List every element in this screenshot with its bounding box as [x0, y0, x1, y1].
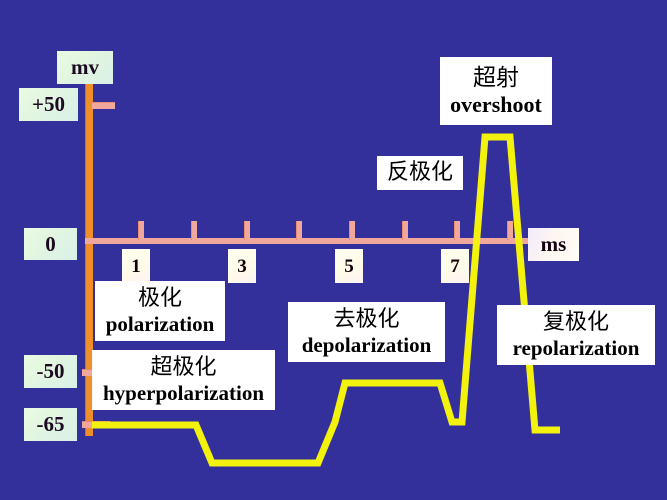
caption-polarization-cn: 极化 [137, 286, 182, 312]
x-tick-8 [507, 221, 513, 240]
caption-hyperpolarization-en: hyperpolarization [103, 380, 264, 405]
x-tick-7 [454, 221, 460, 240]
caption-depolarization: 去极化 depolarization [288, 302, 445, 362]
caption-hyperpolarization-cn: 超极化 [150, 355, 217, 381]
y-tick-plus50 [92, 102, 115, 109]
x-label-7-text: 7 [450, 255, 460, 277]
x-label-7: 7 [441, 249, 469, 283]
y-tick-minus50 [82, 369, 99, 376]
x-axis-unit-label: ms [540, 232, 567, 256]
x-label-3-text: 3 [237, 255, 247, 277]
x-axis-line [85, 238, 535, 244]
y-axis-unit-label: mv [71, 55, 99, 79]
caption-hyperpolarization: 超极化 hyperpolarization [92, 350, 275, 410]
caption-polarization-en: polarization [105, 311, 215, 336]
caption-overshoot-en: overshoot [450, 92, 542, 118]
y-label-minus50-text: -50 [36, 359, 65, 383]
y-axis-unit-chip: mv [57, 51, 113, 84]
x-tick-4 [296, 221, 302, 240]
x-tick-2 [191, 221, 197, 240]
y-label-zero: 0 [24, 228, 77, 260]
caption-reverse-polarization: 反极化 [377, 156, 463, 190]
caption-overshoot-cn: 超射 [473, 64, 519, 91]
x-axis-unit-chip: ms [528, 228, 579, 261]
x-tick-1 [138, 221, 144, 240]
y-axis-line [85, 66, 93, 436]
x-tick-6 [402, 221, 408, 240]
caption-polarization: 极化 polarization [95, 281, 225, 341]
x-tick-3 [244, 221, 250, 240]
x-label-3: 3 [228, 249, 256, 283]
caption-depolarization-en: depolarization [301, 332, 432, 357]
y-label-plus50: +50 [19, 88, 78, 121]
x-tick-5 [349, 221, 355, 240]
caption-overshoot: 超射 overshoot [440, 57, 552, 125]
caption-repolarization-cn: 复极化 [542, 310, 609, 336]
y-label-minus65-text: -65 [36, 412, 65, 436]
y-label-plus50-text: +50 [32, 92, 65, 116]
y-label-minus50: -50 [24, 355, 77, 388]
caption-depolarization-cn: 去极化 [333, 307, 400, 333]
caption-reverse-polarization-cn: 反极化 [386, 160, 453, 186]
x-label-5-text: 5 [344, 255, 354, 277]
caption-repolarization: 复极化 repolarization [497, 305, 655, 365]
x-label-5: 5 [335, 249, 363, 283]
y-label-zero-text: 0 [45, 231, 56, 256]
y-label-minus65: -65 [24, 408, 77, 441]
x-label-1: 1 [122, 249, 150, 283]
x-label-1-text: 1 [131, 255, 141, 277]
caption-repolarization-en: repolarization [512, 335, 640, 360]
